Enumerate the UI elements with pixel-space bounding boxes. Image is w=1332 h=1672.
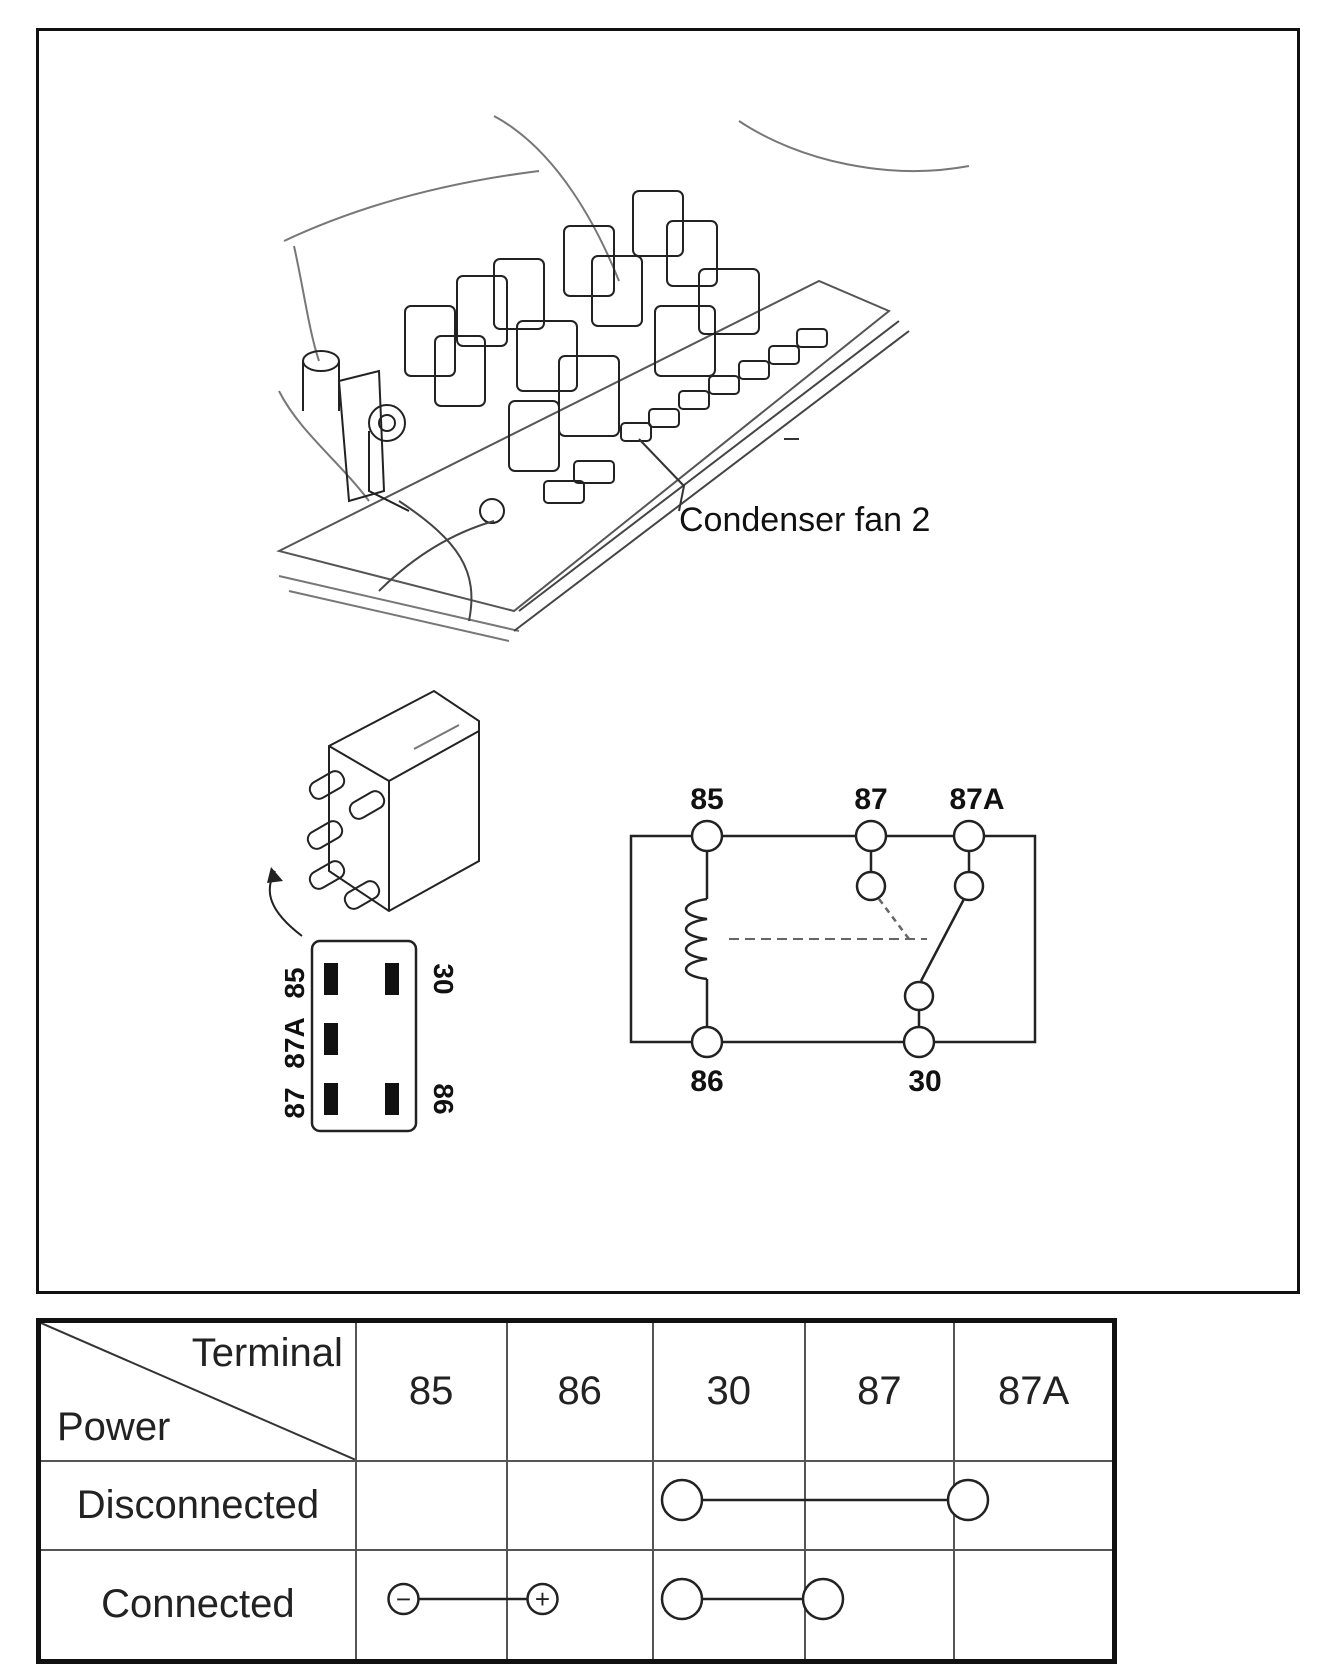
table-cell	[803, 1459, 956, 1551]
pin-30	[385, 963, 399, 995]
terminal-30	[902, 1025, 936, 1059]
table-cell	[953, 1548, 1116, 1663]
rotation-arrow-head	[267, 867, 283, 883]
corner-label-power: Power	[57, 1404, 171, 1449]
column-header: 85	[354, 1319, 508, 1462]
column-header: 87A	[953, 1319, 1116, 1462]
row-label-disconnected: Disconnected	[37, 1459, 357, 1551]
row-label-connected: Connected	[37, 1548, 357, 1663]
table-cell	[505, 1548, 654, 1663]
pin-label-87a: 87A	[279, 1017, 310, 1068]
relay-box-illustration	[276, 115, 970, 642]
table-cell	[354, 1548, 508, 1663]
table-corner-cell: Terminal Power	[37, 1319, 357, 1462]
table-cell	[803, 1548, 956, 1663]
schematic-label-86: 86	[690, 1065, 723, 1098]
relay-figure: Condenser fan 2	[267, 115, 1037, 1133]
relay-pin-layout	[310, 939, 418, 1133]
pin-label-85: 85	[279, 967, 310, 998]
table-cell	[953, 1459, 1116, 1551]
schematic-label-85: 85	[690, 783, 723, 816]
terminal-87	[854, 819, 888, 853]
pin-label-87: 87	[279, 1087, 310, 1118]
pin-87	[324, 1083, 338, 1115]
pin-87a	[324, 1023, 338, 1055]
table-cell	[505, 1459, 654, 1551]
table-cell	[651, 1548, 806, 1663]
pin-label-30: 30	[428, 963, 459, 994]
pin-85	[324, 963, 338, 995]
column-header: 30	[651, 1319, 806, 1462]
terminal-87a	[952, 819, 986, 853]
relay-schematic	[629, 819, 1037, 1059]
callout-condenser-fan-2: Condenser fan 2	[679, 501, 930, 539]
schematic-label-30: 30	[908, 1065, 941, 1098]
column-header: 87	[803, 1319, 956, 1462]
pin-label-86: 86	[428, 1083, 459, 1114]
table-cell	[354, 1459, 508, 1551]
schematic-label-87a: 87A	[949, 783, 1004, 816]
relay-3d-drawing	[268, 689, 480, 937]
pin-86	[385, 1083, 399, 1115]
schematic-label-87: 87	[854, 783, 887, 816]
table-cell	[651, 1459, 806, 1551]
corner-label-terminal: Terminal	[191, 1331, 343, 1375]
terminal-86	[690, 1025, 724, 1059]
terminal-85	[690, 819, 724, 853]
figure-frame: Condenser fan 2	[36, 28, 1300, 1294]
column-header: 86	[505, 1319, 654, 1462]
continuity-table: Terminal Power 85 86 30 87 87A Disconnec…	[36, 1318, 1117, 1664]
